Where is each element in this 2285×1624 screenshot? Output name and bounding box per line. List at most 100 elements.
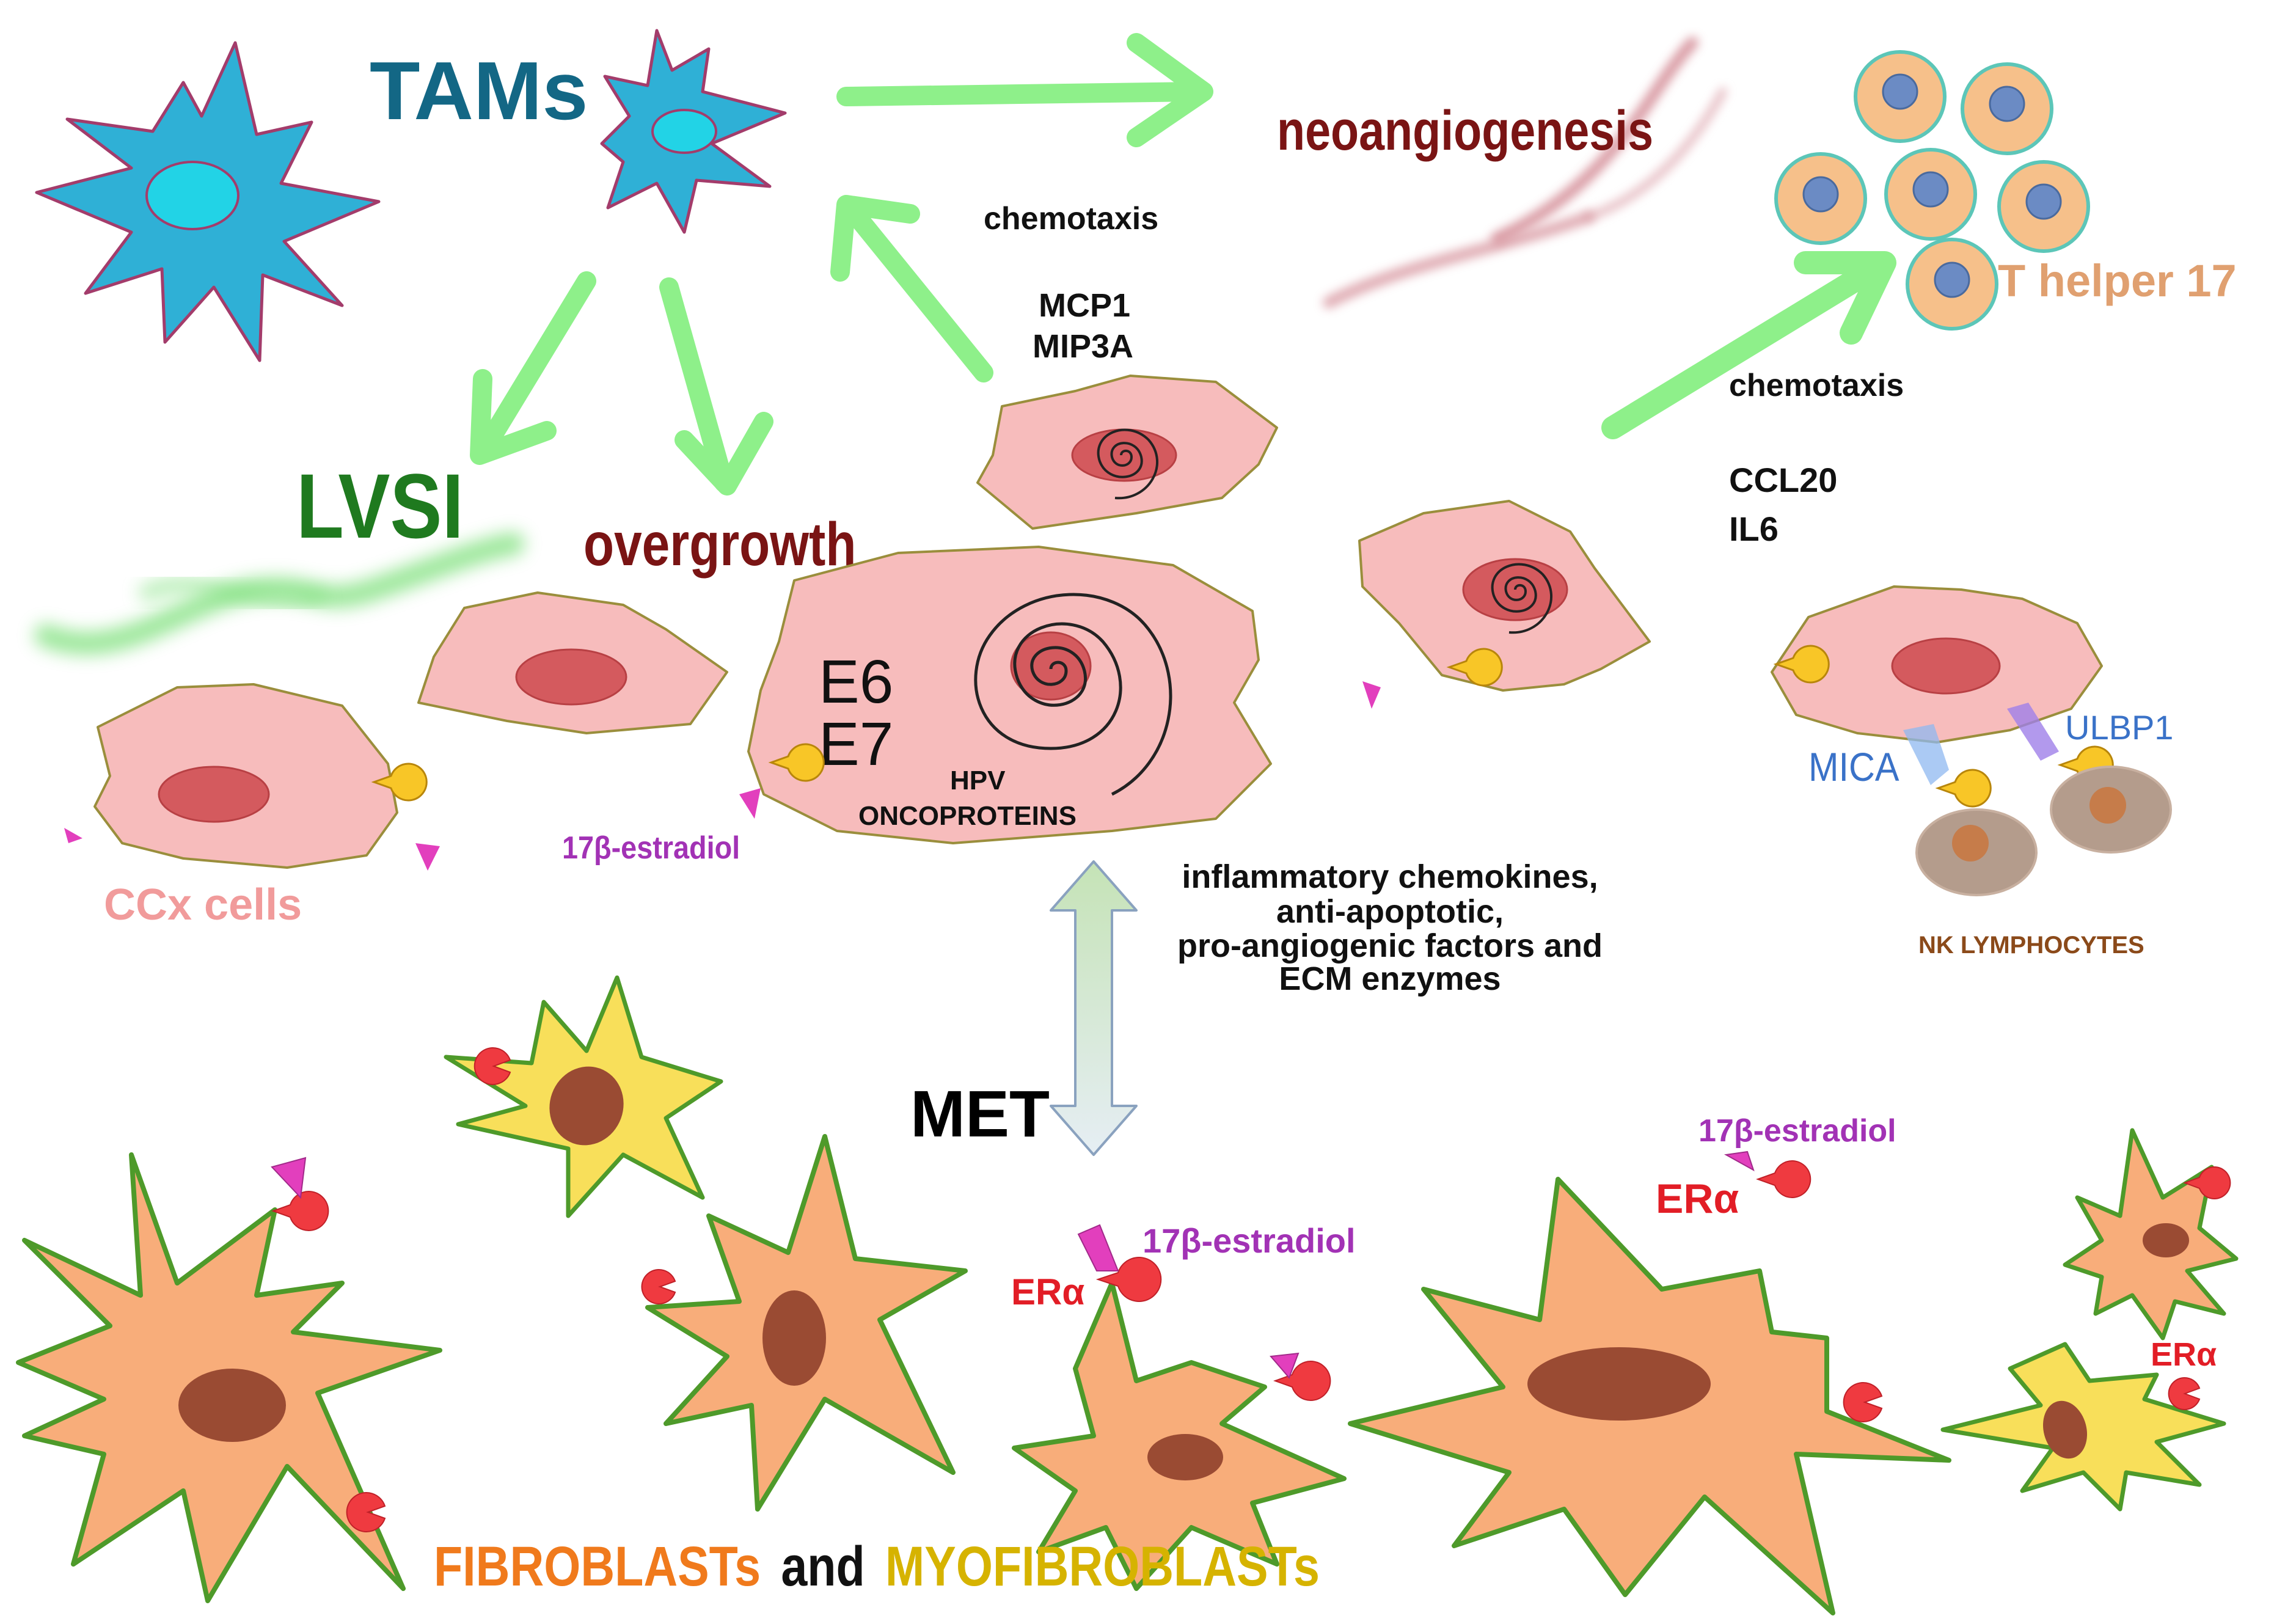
estradiol-molecule	[64, 828, 82, 843]
era-receptor	[2168, 1377, 2201, 1410]
inflammatory-line: anti-apoptotic,	[1276, 893, 1504, 930]
fibroblast-left	[16, 1152, 442, 1603]
fibroblasts-label: FIBROBLASTs	[434, 1535, 761, 1598]
era-far-right-label: ERα	[2151, 1336, 2217, 1373]
chemotaxis-top-label: chemotaxis	[984, 201, 1158, 236]
met-double-arrow	[1050, 860, 1138, 1156]
ccl20-label: CCL20	[1729, 461, 1837, 499]
ulbp1-label: ULBP1	[2065, 708, 2173, 747]
era-receptor	[271, 1191, 329, 1231]
estradiol-molecule	[271, 1157, 307, 1199]
ccx-cell-right-nk	[1771, 585, 2103, 744]
th17-cells	[1774, 50, 2090, 331]
yellow-receptor	[1446, 648, 1503, 687]
estradiol-molecule	[1077, 1224, 1119, 1271]
era-receptor	[1756, 1160, 1812, 1198]
arrow-mcp1-to-tams	[830, 195, 993, 382]
th17-cell	[1884, 148, 1977, 241]
e6-label: E6	[819, 648, 893, 716]
mip3a-label: MIP3A	[1033, 328, 1133, 365]
yellow-receptor	[371, 763, 428, 802]
mica-ligand	[1903, 724, 1949, 785]
ccx-cell-left-1	[93, 683, 398, 869]
mica-label: MICA	[1808, 745, 1899, 790]
era-receptor	[346, 1492, 386, 1532]
chemotaxis-right-label: chemotaxis	[1729, 368, 1904, 403]
yellow-receptor	[768, 743, 825, 782]
inflammatory-factors-text: inflammatory chemokines, anti-apoptotic,…	[1177, 858, 1603, 997]
oncoproteins-label: ONCOPROTEINS	[858, 801, 1077, 831]
ccx-cell-left-2	[417, 591, 728, 734]
mcp1-label: MCP1	[1039, 287, 1130, 324]
era-receptors	[271, 1047, 2231, 1532]
mica-ulbp1-ligands	[1903, 703, 2059, 785]
yellow-receptors	[371, 645, 2114, 808]
estradiol-right-label: 17β-estradiol	[1698, 1113, 1896, 1149]
fibroblast-right-large	[1348, 1177, 1951, 1615]
ccx-cell-right-1	[1358, 500, 1651, 692]
era-mid-label: ERα	[1011, 1271, 1084, 1312]
era-right-label: ERα	[1656, 1176, 1739, 1222]
fibroblasts-caption: FIBROBLASTs and MYOFIBROBLASTs	[434, 1535, 1320, 1598]
estradiol-molecule	[1270, 1352, 1300, 1379]
met-label: MET	[910, 1077, 1050, 1150]
yellow-receptor	[1773, 645, 1830, 684]
estradiol-left-label: 17β-estradiol	[562, 830, 740, 866]
il6-label: IL6	[1729, 510, 1779, 548]
th17-cell	[1774, 152, 1867, 245]
inflammatory-line: pro-angiogenic factors and	[1177, 927, 1603, 964]
era-receptor	[1095, 1257, 1162, 1302]
era-receptor	[641, 1269, 676, 1304]
th17-cell	[1854, 50, 1947, 143]
tam-cell-large	[35, 41, 381, 362]
estradiol-mid-label: 17β-estradiol	[1142, 1221, 1356, 1260]
arrow-tams-to-lvsi	[470, 271, 596, 465]
estradiol-molecule	[739, 788, 761, 819]
hpv-label: HPV	[950, 766, 1006, 796]
ccx-cell-mcp1	[976, 375, 1278, 530]
estradiol-molecules	[64, 681, 1381, 871]
estradiol-molecule	[1362, 681, 1381, 709]
estradiol-on-era	[271, 1150, 1755, 1379]
inflammatory-line: inflammatory chemokines,	[1182, 858, 1598, 895]
lymph-vessel	[34, 532, 525, 655]
hpv-spiral-large	[974, 593, 1172, 796]
nk-lymphocytes-label: NK LYMPHOCYTES	[1918, 932, 2144, 959]
and-label: and	[781, 1535, 865, 1598]
era-receptor	[473, 1047, 511, 1085]
blood-vessels	[1323, 37, 1727, 309]
fibroblast-center-left	[645, 1134, 968, 1512]
t-helper-17-label: T helper 17	[1998, 255, 2237, 306]
arrow-tams-to-overgrowth	[659, 277, 773, 496]
nk-lymphocytes	[1915, 766, 2172, 896]
myofibroblast-right	[1940, 1342, 2226, 1512]
arrow-ccl20-to-th17	[1601, 251, 1896, 439]
neoangiogenesis-label: neoangiogenesis	[1277, 99, 1653, 162]
tams-label: TAMs	[370, 45, 588, 137]
myofibroblast-top	[444, 975, 723, 1218]
ulbp1-ligand	[2007, 703, 2059, 761]
th17-cell	[1906, 238, 1998, 331]
e7-label: E7	[819, 710, 893, 778]
th17-cell	[1997, 160, 2090, 253]
arrow-tams-to-neoangiogenesis	[836, 33, 1213, 147]
nk-cell	[1915, 808, 2038, 896]
inflammatory-line: ECM enzymes	[1279, 960, 1501, 997]
era-receptor	[1273, 1361, 1331, 1401]
tam-cell-small	[600, 29, 787, 234]
fibroblast-far-right	[2063, 1128, 2239, 1341]
nk-cell	[2050, 766, 2172, 854]
era-receptor	[2183, 1166, 2231, 1199]
th17-cell	[1961, 62, 2053, 155]
estradiol-molecule	[1724, 1150, 1755, 1172]
era-receptor	[1843, 1382, 1883, 1422]
hpv-spiral	[1097, 428, 1159, 500]
overgrowth-label: overgrowth	[583, 510, 856, 579]
lvsi-label: LVSI	[296, 455, 464, 557]
ccx-cells-label: CCx cells	[104, 880, 302, 929]
estradiol-molecule	[415, 843, 440, 871]
fibroblast-center	[1012, 1281, 1347, 1591]
myofibroblasts-label: MYOFIBROBLASTs	[885, 1535, 1320, 1598]
ccx-cell-large-hpv	[747, 546, 1272, 844]
